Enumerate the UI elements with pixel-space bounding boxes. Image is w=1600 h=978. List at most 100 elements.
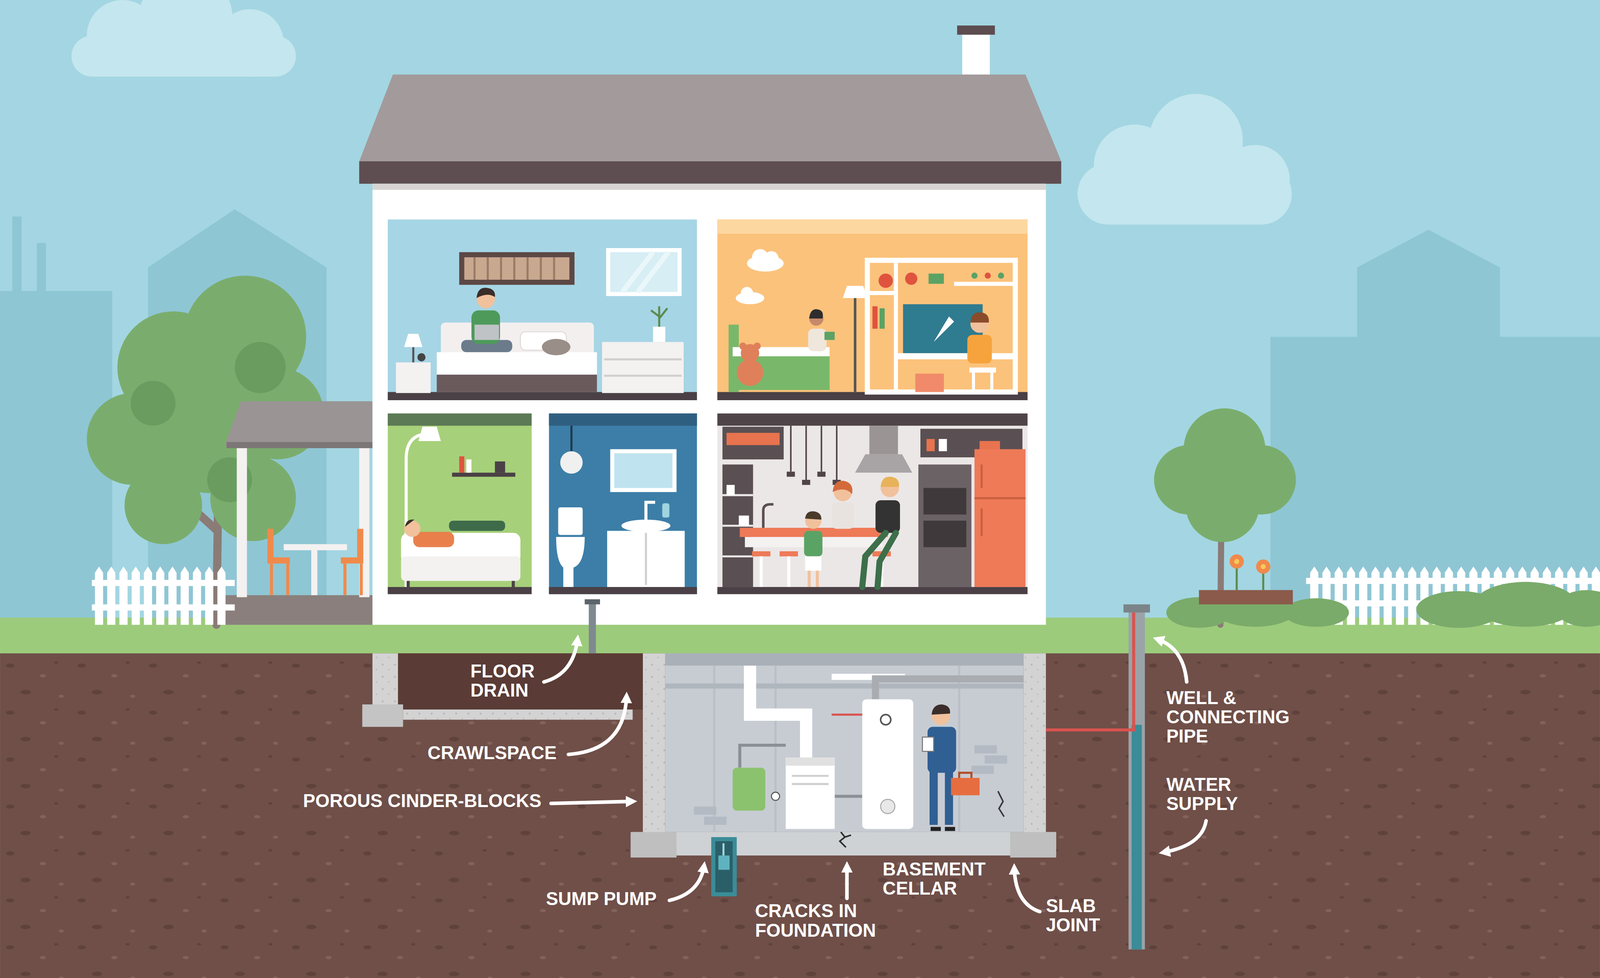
bedroom [622, 252, 669, 293]
kitchen [804, 530, 823, 556]
pergola [267, 528, 274, 560]
floor-drain-pipe [588, 602, 596, 653]
kitchen [875, 500, 900, 533]
kitchen [752, 550, 771, 556]
bedroom [417, 352, 426, 362]
basement-equipment [785, 757, 835, 766]
tree [1185, 468, 1260, 542]
house [359, 74, 1062, 162]
well-pipe [1045, 604, 1150, 950]
kitchen [974, 464, 1026, 536]
kitchen [805, 556, 822, 571]
basement [630, 652, 1056, 858]
kitchen [832, 480, 853, 494]
kids-room [878, 273, 893, 288]
bathroom [645, 532, 648, 585]
bedroom [387, 391, 698, 400]
basement [693, 806, 717, 815]
bush [1556, 589, 1600, 627]
callout-label: SUMP PUMP [545, 888, 657, 908]
bedroom [436, 352, 597, 375]
bathroom [610, 448, 677, 492]
kids-room [897, 352, 1016, 360]
callout-label: CRAWLSPACE [427, 742, 557, 763]
basement-equipment [740, 745, 786, 768]
leader-arrow [1014, 867, 1040, 912]
basement-equipment [831, 713, 863, 716]
bedroom [652, 326, 665, 343]
leader-arrow [543, 638, 578, 682]
crawlspace [362, 704, 403, 727]
basement [665, 652, 1024, 832]
basement-equipment [834, 794, 863, 798]
tree [1154, 408, 1296, 543]
basement [974, 745, 998, 754]
callout-label: BASEMENT CELLAR [882, 859, 1008, 898]
cloud [71, 35, 297, 77]
living-room [387, 413, 532, 594]
basement-equipment [785, 757, 835, 829]
well-pipe [1131, 724, 1142, 950]
city-silhouette [36, 242, 46, 294]
pergola [311, 550, 318, 595]
basement [693, 745, 1008, 825]
pergola [340, 557, 364, 564]
kids-room [967, 334, 993, 364]
callout-label: WELL & CONNECTING PIPE [1166, 687, 1308, 746]
bush [1166, 581, 1600, 628]
kitchen [786, 471, 795, 477]
kitchen [790, 425, 837, 480]
basement-equipment [771, 791, 780, 800]
kids-room [867, 260, 1016, 392]
bedroom [387, 219, 698, 400]
house [372, 183, 1046, 625]
callout-label: SLAB JOINT [1045, 895, 1113, 935]
kids-room [997, 272, 1005, 279]
basement-equipment [880, 798, 895, 813]
bedroom [602, 341, 684, 393]
living-room [466, 459, 472, 473]
living-room [387, 413, 532, 426]
kitchen [923, 487, 967, 515]
living-room [408, 580, 514, 587]
kids-room [872, 306, 878, 329]
kids-room [764, 250, 779, 265]
crawlspace [397, 652, 643, 710]
callout-label: WATER SUPPLY [1166, 774, 1263, 813]
technician [931, 704, 950, 715]
bedroom [464, 257, 570, 280]
callout-label: POROUS CINDER-BLOCKS [302, 790, 542, 810]
bush [1283, 597, 1350, 627]
basement [665, 652, 1024, 665]
soil [0, 652, 1600, 978]
callout-label: CRACKS IN FOUNDATION [755, 900, 893, 940]
bedroom [387, 219, 698, 400]
sump-pump [711, 836, 737, 896]
kids-room [717, 219, 1028, 234]
kids-room [933, 316, 955, 342]
tree [1154, 408, 1296, 625]
technician [922, 736, 934, 751]
kids-room [928, 273, 945, 284]
kitchen [726, 484, 735, 495]
house [372, 183, 1046, 190]
basement-equipment [862, 698, 913, 829]
floor-drain-pipe [584, 598, 600, 604]
cloud [1077, 163, 1292, 225]
crawlspace [362, 652, 643, 727]
house [359, 161, 1062, 184]
bathroom [614, 452, 673, 488]
bathroom [549, 413, 698, 594]
bathroom [549, 586, 698, 594]
flower-planter [1199, 589, 1293, 604]
pergola [224, 595, 373, 625]
living-room [418, 426, 441, 441]
technician [950, 777, 980, 795]
pergola [236, 445, 247, 597]
bedroom [476, 287, 495, 298]
leader-arrow [543, 638, 1206, 912]
bedroom [650, 306, 668, 327]
basement [1023, 652, 1046, 837]
sump-pump [722, 842, 725, 855]
